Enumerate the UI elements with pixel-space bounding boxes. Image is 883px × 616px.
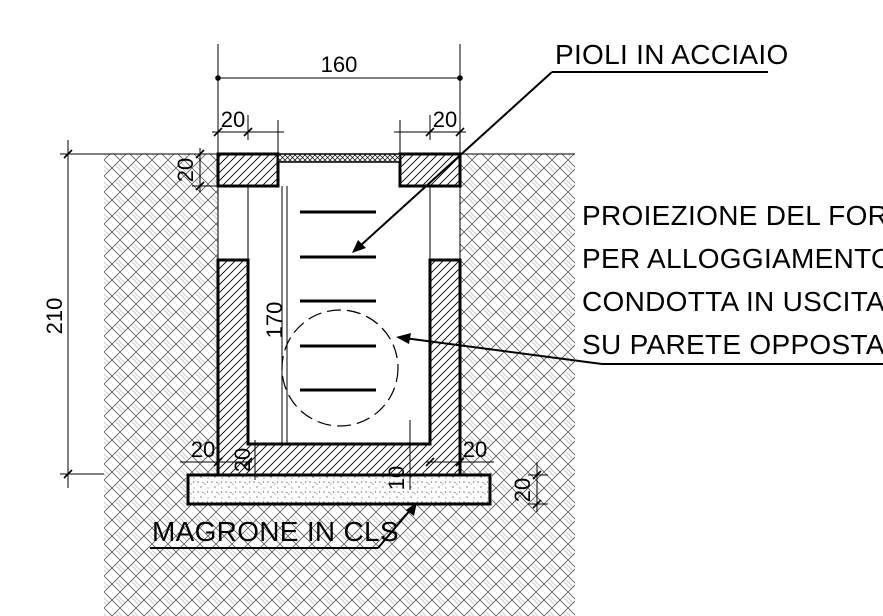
label-proiezione-line-1: PROIEZIONE DEL FORO bbox=[582, 200, 883, 231]
label-proiezione-line-4: SU PARETE OPPOSTA bbox=[582, 329, 883, 360]
dim-inner-height: 170 bbox=[262, 302, 287, 339]
dim-bottom-right-wall: 20 bbox=[463, 437, 487, 462]
upper-walls bbox=[217, 186, 461, 444]
label-proiezione-line-2: PER ALLOGGIAMENTO bbox=[582, 243, 883, 274]
steel-rungs bbox=[300, 210, 376, 392]
magrone-slab bbox=[186, 473, 492, 506]
pipe-hole-projection bbox=[281, 309, 399, 427]
cover-right bbox=[398, 152, 462, 188]
dim-total-height: 210 bbox=[42, 298, 67, 335]
leader-arrowheads bbox=[352, 240, 417, 516]
dim-top-right-wall: 20 bbox=[433, 107, 457, 132]
grate bbox=[277, 153, 401, 163]
dimension-ticks bbox=[215, 75, 463, 81]
dim-base-thickness: 20 bbox=[230, 448, 255, 472]
cover-left bbox=[216, 152, 280, 188]
soil-sides bbox=[104, 154, 575, 616]
label-magrone: MAGRONE IN CLS bbox=[152, 516, 399, 547]
dim-base-offset: 10 bbox=[384, 466, 409, 490]
label-pioli: PIOLI IN ACCIAIO bbox=[555, 39, 789, 70]
dim-cover-thickness: 20 bbox=[173, 158, 198, 182]
dim-magrone-thickness: 20 bbox=[510, 478, 535, 502]
leader-lines bbox=[150, 71, 883, 549]
dimension-slashes bbox=[63, 127, 542, 509]
dim-top-left-wall: 20 bbox=[221, 107, 245, 132]
dim-bottom-left-wall: 20 bbox=[191, 437, 215, 462]
label-proiezione-line-3: CONDOTTA IN USCITA bbox=[582, 286, 883, 317]
dim-total-width: 160 bbox=[321, 52, 358, 77]
